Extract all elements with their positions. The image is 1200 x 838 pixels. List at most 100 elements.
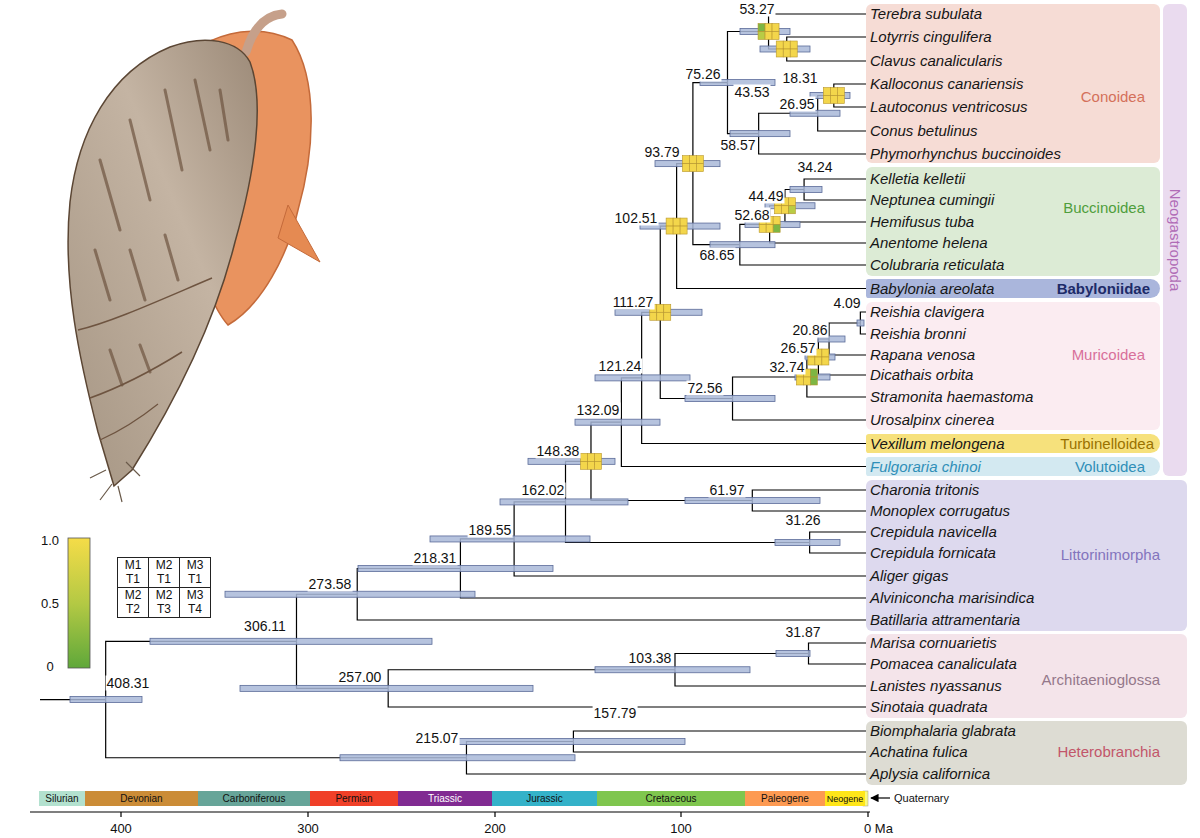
support-cell bbox=[796, 377, 803, 385]
species-name: Anentome helena bbox=[870, 234, 988, 252]
species-name: Conus betulinus bbox=[870, 122, 978, 140]
support-cell bbox=[759, 224, 766, 232]
tree-branch bbox=[460, 568, 866, 598]
node-age: 93.79 bbox=[643, 145, 680, 160]
period-name: Cretaceous bbox=[645, 793, 696, 805]
time-axis bbox=[30, 811, 870, 812]
species-name: Sinotaia quadrata bbox=[870, 698, 988, 716]
species-name: Dicathais orbita bbox=[870, 366, 973, 384]
node-age: 20.86 bbox=[791, 323, 828, 338]
support-cell bbox=[822, 349, 829, 357]
period-name: Triassic bbox=[428, 793, 462, 805]
legend-cell: M2 T2 bbox=[117, 587, 149, 618]
node-age: 273.58 bbox=[308, 577, 353, 592]
tree-branch bbox=[727, 32, 768, 83]
legend-cell: M2 T1 bbox=[148, 557, 180, 588]
clade-name: Neogastropoda bbox=[1166, 189, 1184, 292]
node-age: 162.02 bbox=[521, 483, 566, 498]
node-age: 306.11 bbox=[243, 619, 287, 634]
clade-strip: Neogastropoda bbox=[1163, 4, 1187, 476]
support-cell bbox=[765, 32, 772, 40]
species-name: Monoplex corrugatus bbox=[870, 502, 1010, 520]
node-age: 31.87 bbox=[784, 625, 821, 640]
node-age: 31.26 bbox=[784, 513, 821, 528]
species-name: Fulgoraria chinoi bbox=[870, 458, 981, 476]
support-cell bbox=[776, 41, 783, 49]
tree-branch bbox=[677, 164, 693, 226]
support-cell bbox=[580, 461, 587, 469]
support-cell bbox=[666, 218, 673, 226]
support-cell bbox=[810, 369, 817, 377]
confidence-bar bbox=[358, 565, 553, 571]
confidence-bar bbox=[340, 755, 575, 761]
support-cell bbox=[594, 461, 601, 469]
period-name: Permian bbox=[335, 793, 372, 805]
support-colour-bar bbox=[68, 538, 90, 668]
support-cell bbox=[822, 357, 829, 365]
clade-name: Volutoidea bbox=[1075, 458, 1145, 476]
support-cell bbox=[682, 156, 689, 164]
support-cell bbox=[673, 226, 680, 234]
support-cell bbox=[766, 224, 773, 232]
scale-value: 0 bbox=[45, 659, 54, 674]
tree-branch bbox=[808, 643, 866, 654]
quaternary-pointer bbox=[871, 797, 890, 798]
support-cell bbox=[815, 357, 822, 365]
period-name: Paleogene bbox=[761, 793, 809, 805]
node-age: 215.07 bbox=[415, 731, 460, 746]
phylogenetic-tree bbox=[40, 14, 866, 774]
support-cell bbox=[788, 206, 795, 214]
confidence-bar bbox=[685, 396, 775, 402]
support-cell bbox=[823, 96, 830, 104]
tree-branch bbox=[460, 539, 514, 569]
node-age: 257.00 bbox=[338, 670, 383, 685]
confidence-bar bbox=[150, 638, 432, 644]
support-cell bbox=[689, 164, 696, 172]
node-age: 189.55 bbox=[468, 523, 513, 538]
tree-branch bbox=[514, 502, 565, 539]
species-name: Lautoconus ventricosus bbox=[870, 98, 1028, 116]
axis-tick-label: 100 bbox=[669, 821, 693, 836]
tree-branch bbox=[621, 422, 866, 466]
node-age: 111.27 bbox=[612, 295, 655, 310]
tree-branch bbox=[296, 641, 388, 688]
tree-branch bbox=[621, 378, 641, 422]
period-name: Carboniferous bbox=[223, 793, 286, 805]
support-cell bbox=[664, 312, 671, 320]
tree-branch bbox=[660, 226, 676, 312]
support-cell bbox=[594, 453, 601, 461]
confidence-bar bbox=[595, 375, 690, 381]
model-label: M1 T1 bbox=[125, 559, 142, 585]
clade-pill: Vexillum melongenaTurbinelloidea bbox=[866, 434, 1160, 453]
clade-band: Kelletia kelletiiNeptunea cumingiiHemifu… bbox=[866, 167, 1160, 276]
clade-band: Charonia tritonisMonoplex corrugatusCrep… bbox=[866, 480, 1187, 631]
axis-tick-label: 200 bbox=[483, 821, 507, 836]
period-segment: Cretaceous bbox=[597, 791, 745, 806]
species-name: Aplysia californica bbox=[870, 765, 990, 783]
node-age: 4.09 bbox=[832, 296, 861, 311]
support-cell bbox=[696, 156, 703, 164]
confidence-bar bbox=[790, 187, 822, 193]
support-cell bbox=[830, 96, 837, 104]
support-cell bbox=[664, 304, 671, 312]
clade-name: Buccinoidea bbox=[1063, 199, 1145, 217]
support-cell bbox=[758, 24, 765, 32]
support-cell bbox=[580, 453, 587, 461]
support-cell bbox=[810, 377, 817, 385]
support-cell bbox=[773, 224, 780, 232]
confidence-bar bbox=[857, 320, 864, 326]
species-name: Urosalpinx cinerea bbox=[870, 411, 994, 429]
node-age: 102.51 bbox=[614, 211, 659, 226]
species-name: Terebra subulata bbox=[870, 5, 982, 23]
support-cell bbox=[696, 164, 703, 172]
support-cell bbox=[772, 24, 779, 32]
confidence-bar bbox=[595, 667, 750, 673]
confidence-bar bbox=[528, 458, 615, 464]
clade-name: Architaenioglossa bbox=[1042, 671, 1160, 689]
node-age: 34.24 bbox=[796, 160, 833, 175]
axis-tick-label: 0 Ma bbox=[863, 821, 894, 836]
support-cell bbox=[657, 312, 664, 320]
confidence-bar bbox=[446, 739, 685, 745]
support-cell bbox=[673, 218, 680, 226]
